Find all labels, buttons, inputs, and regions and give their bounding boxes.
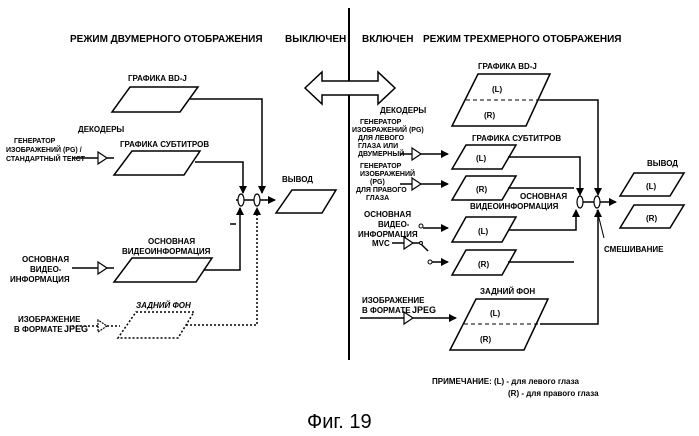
- right-jpeg-3: JPEG: [412, 305, 436, 315]
- off-label: ВЫКЛЮЧЕН: [285, 34, 346, 45]
- right-background-l: (L): [490, 309, 501, 318]
- right-pg-right-1: ГЕНЕРАТОР: [360, 163, 402, 170]
- right-subtitles-r: (R): [476, 185, 487, 194]
- left-pg-label-1: ГЕНЕРАТОР: [14, 138, 56, 145]
- figure-caption: Фиг. 19: [307, 411, 372, 433]
- note-line-1: ПРИМЕЧАНИЕ: (L) - для левого глаза: [432, 377, 579, 386]
- right-mixing-label: СМЕШИВАНИЕ: [604, 245, 664, 254]
- right-mvc-label: MVC: [372, 239, 390, 248]
- right-output-l: (L): [646, 182, 657, 191]
- right-output-r: (R): [646, 214, 657, 223]
- right-pg-right-3: (PG): [370, 179, 385, 186]
- right-video-in-1: ОСНОВНАЯ: [364, 210, 411, 219]
- right-pg-left-5: ДВУМЕРНЫЙ: [358, 149, 404, 158]
- right-background-label: ЗАДНИЙ ФОН: [480, 287, 535, 296]
- note-line-2: (R) - для правого глаза: [508, 389, 599, 398]
- right-subtitles-label: ГРАФИКА СУБТИТРОВ: [472, 134, 561, 143]
- left-subtitles-line: [195, 162, 243, 193]
- left-mixer-1: [238, 194, 244, 206]
- left-video-decoder: [98, 262, 107, 274]
- left-mode-title: РЕЖИМ ДВУМЕРНОГО ОТОБРАЖЕНИЯ: [70, 34, 263, 45]
- right-bdj-line: [540, 100, 598, 195]
- left-output-label: ВЫВОД: [282, 175, 313, 184]
- left-background-plane: [118, 312, 194, 338]
- right-pg-left-2: ИЗОБРАЖЕНИЙ (PG): [352, 125, 424, 134]
- left-pg-label-2: ИЗОБРАЖЕНИЙ (PG) /: [6, 145, 82, 154]
- left-mixer-2: [254, 194, 260, 206]
- right-video-in-3: ИНФОРМАЦИЯ: [358, 230, 418, 239]
- left-video-plane-1: ОСНОВНАЯ: [148, 237, 195, 246]
- left-background-label: ЗАДНИЙ ФОН: [136, 301, 191, 310]
- left-video-plane-2: ВИДЕОИНФОРМАЦИЯ: [122, 247, 211, 256]
- right-bdj-label: ГРАФИКА BD-J: [478, 62, 537, 71]
- right-pg-right-2: ИЗОБРАЖЕНИЙ: [360, 169, 415, 178]
- right-pg-left-1: ГЕНЕРАТОР: [360, 119, 402, 126]
- right-output-label: ВЫВОД: [647, 159, 678, 168]
- right-video-plane-2: ВИДЕОИНФОРМАЦИЯ: [470, 202, 559, 211]
- right-jpeg-1: ИЗОБРАЖЕНИЕ: [362, 296, 425, 305]
- right-video-plane-1: ОСНОВНАЯ: [520, 192, 567, 201]
- left-subtitles-plane: [114, 151, 200, 175]
- right-video-l-line: [508, 210, 576, 230]
- left-video-plane: [114, 258, 212, 282]
- right-pg-left-3: ДЛЯ ЛЕВОГО: [358, 135, 405, 142]
- left-video-in-1: ОСНОВНАЯ: [22, 255, 69, 264]
- left-jpeg-1: ИЗОБРАЖЕНИЕ: [18, 315, 81, 324]
- right-pg-right-5: ГЛАЗА: [366, 195, 389, 202]
- left-jpeg-2: В ФОРМАТЕ: [14, 325, 63, 334]
- left-subtitles-label: ГРАФИКА СУБТИТРОВ: [120, 140, 209, 149]
- left-video-in-2: ВИДЕО-: [30, 265, 62, 274]
- right-pg-right-decoder: [412, 178, 421, 190]
- right-decoders-label: ДЕКОДЕРЫ: [380, 106, 426, 115]
- right-pg-left-4: ГЛАЗА ИЛИ: [358, 143, 398, 150]
- right-background-line: [540, 210, 598, 324]
- right-video-l: (L): [478, 227, 489, 236]
- left-output-plane: [276, 190, 336, 213]
- right-video-switch-node-2: [428, 260, 432, 264]
- right-subtitles-l: (L): [476, 154, 487, 163]
- left-video-in-3: ИНФОРМАЦИЯ: [10, 275, 70, 284]
- right-video-r: (R): [478, 260, 489, 269]
- right-bdj-l: (L): [492, 85, 503, 94]
- left-bdj-label: ГРАФИКА BD-J: [128, 74, 187, 83]
- right-mode-title: РЕЖИМ ТРЕХМЕРНОГО ОТОБРАЖЕНИЯ: [423, 34, 621, 45]
- right-subtitles-l-line: [508, 157, 580, 195]
- right-bdj-r: (R): [484, 111, 495, 120]
- left-bdj-plane: [112, 87, 198, 112]
- left-decoders-label: ДЕКОДЕРЫ: [78, 125, 124, 134]
- right-mixer-2: [594, 196, 600, 208]
- right-mixer-1: [577, 196, 583, 208]
- right-switch-pivot: [420, 242, 423, 245]
- right-video-in-2: ВИДЕО-: [378, 220, 410, 229]
- left-jpeg-decoder: [98, 320, 107, 332]
- right-video-switch-node: [419, 224, 423, 228]
- left-pg-decoder: [98, 152, 107, 164]
- right-pg-left-decoder: [412, 148, 421, 160]
- on-label: ВКЛЮЧЕН: [362, 34, 413, 45]
- right-background-r: (R): [480, 335, 491, 344]
- right-pg-right-4: ДЛЯ ПРАВОГО: [356, 187, 407, 194]
